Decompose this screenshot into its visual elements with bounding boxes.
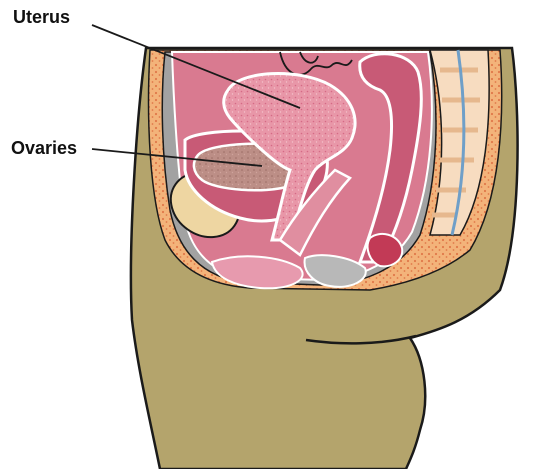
ovaries-label: Ovaries <box>11 139 77 157</box>
uterus-label: Uterus <box>13 8 70 26</box>
